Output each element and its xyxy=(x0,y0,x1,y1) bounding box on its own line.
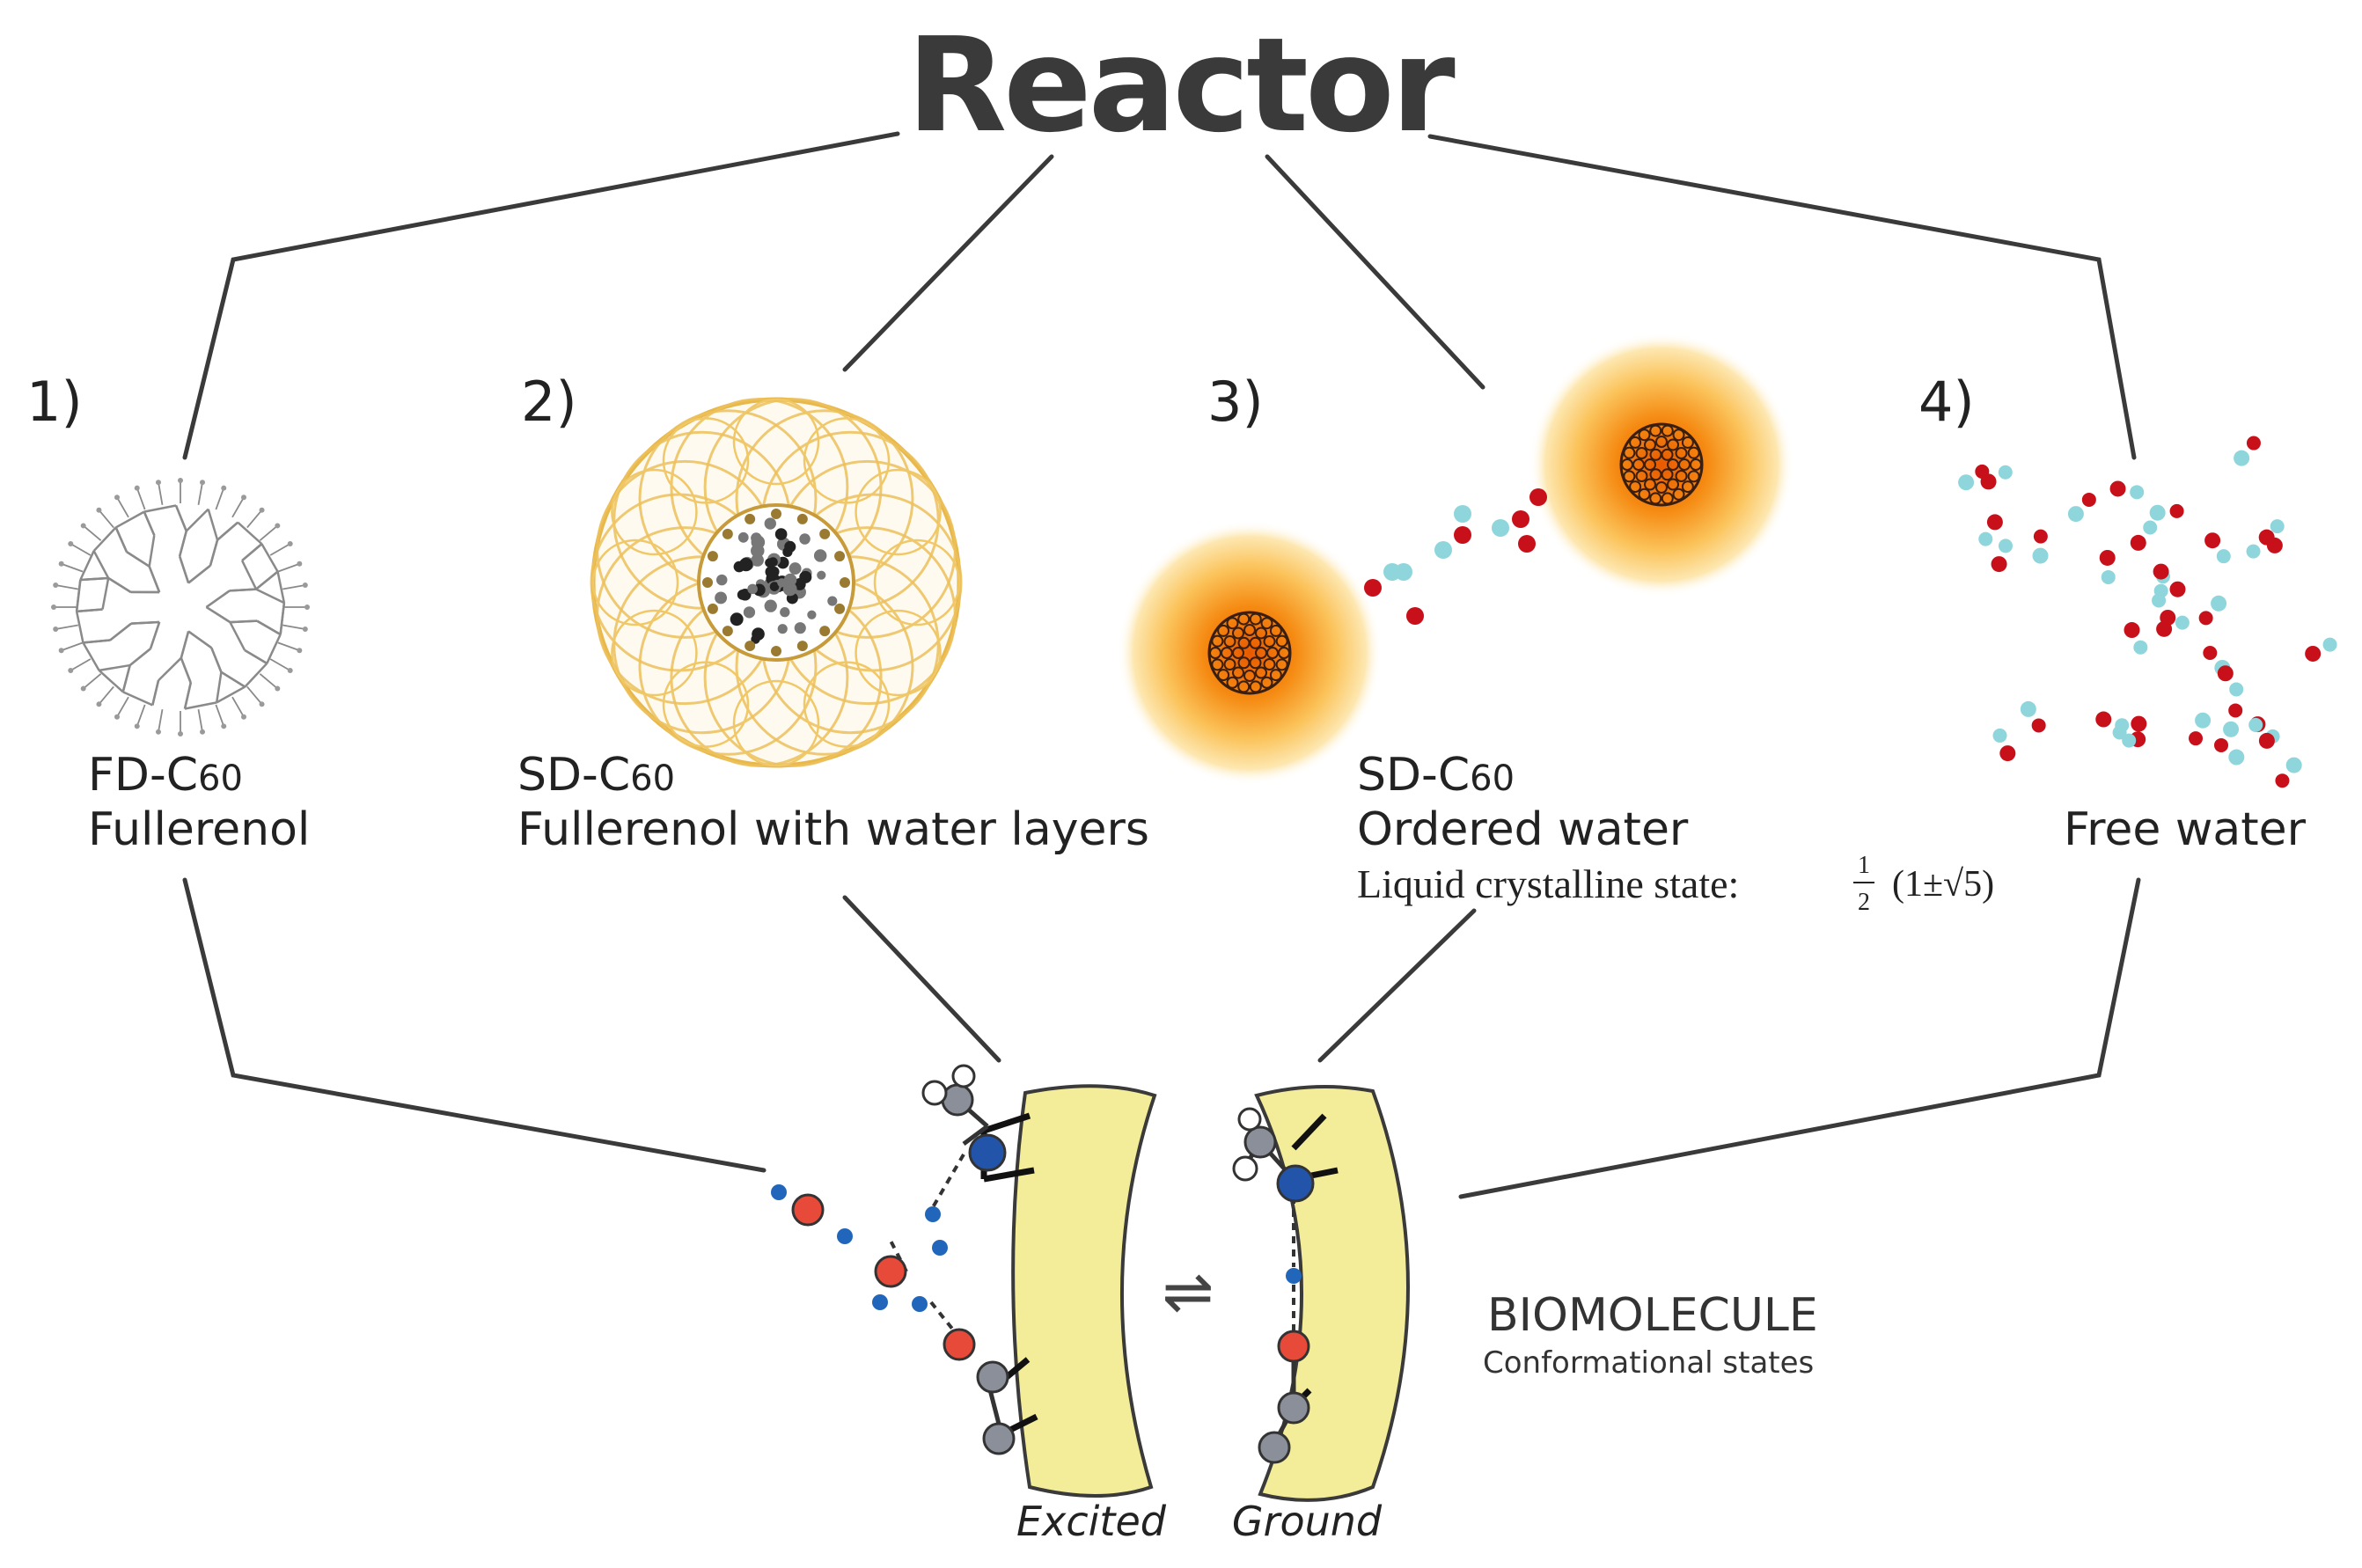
panel-3-label: SD-C60 Ordered water Liquid crystalline … xyxy=(1357,749,1994,916)
equilibrium-arrows-icon: ⇌ xyxy=(1163,1257,1214,1326)
svg-text:SD-C60: SD-C60 xyxy=(1357,749,1515,802)
connector-lines xyxy=(182,131,2141,1199)
panel-2-number: 2) xyxy=(521,370,577,434)
panel-4-label: Free water xyxy=(2064,803,2307,856)
diagram-title: Reactor xyxy=(906,10,1455,161)
panel-1-number: 1) xyxy=(26,370,83,434)
svg-text:Ordered water: Ordered water xyxy=(1357,803,1689,856)
svg-text:FD-C60: FD-C60 xyxy=(88,749,243,802)
biomolecule-excited-icon xyxy=(771,1064,1157,1498)
svg-text:Free water: Free water xyxy=(2064,803,2307,856)
water-layer-fullerene-icon xyxy=(590,397,963,768)
svg-text:2: 2 xyxy=(1858,889,1870,916)
biomolecule-subtitle: Conformational states xyxy=(1483,1345,1814,1381)
panel-1-label: FD-C60 Fullerenol xyxy=(88,749,310,856)
svg-text:(1±√5): (1±√5) xyxy=(1892,864,1994,905)
biomolecule-ground-icon xyxy=(1232,1085,1410,1502)
free-water-molecules-icon xyxy=(1958,436,2337,788)
svg-text:SD-C60: SD-C60 xyxy=(517,749,675,802)
ordered-water-fullerene-icon xyxy=(1118,333,1794,785)
panel-3-number: 3) xyxy=(1207,370,1264,434)
panel-2-label: SD-C60 Fullerenol with water layers xyxy=(517,749,1149,856)
excited-state-label: Excited xyxy=(1016,1498,1167,1545)
ground-state-label: Ground xyxy=(1232,1498,1383,1545)
biomolecule-title: BIOMOLECULE xyxy=(1487,1289,1818,1342)
svg-text:1: 1 xyxy=(1858,852,1870,879)
svg-text:Fullerenol: Fullerenol xyxy=(88,803,310,856)
panel-4-number: 4) xyxy=(1918,370,1975,434)
svg-text:Fullerenol with water layers: Fullerenol with water layers xyxy=(517,803,1149,856)
svg-text:Liquid crystalline state:: Liquid crystalline state: xyxy=(1357,861,1739,906)
fullerenol-structure-icon xyxy=(51,478,310,736)
